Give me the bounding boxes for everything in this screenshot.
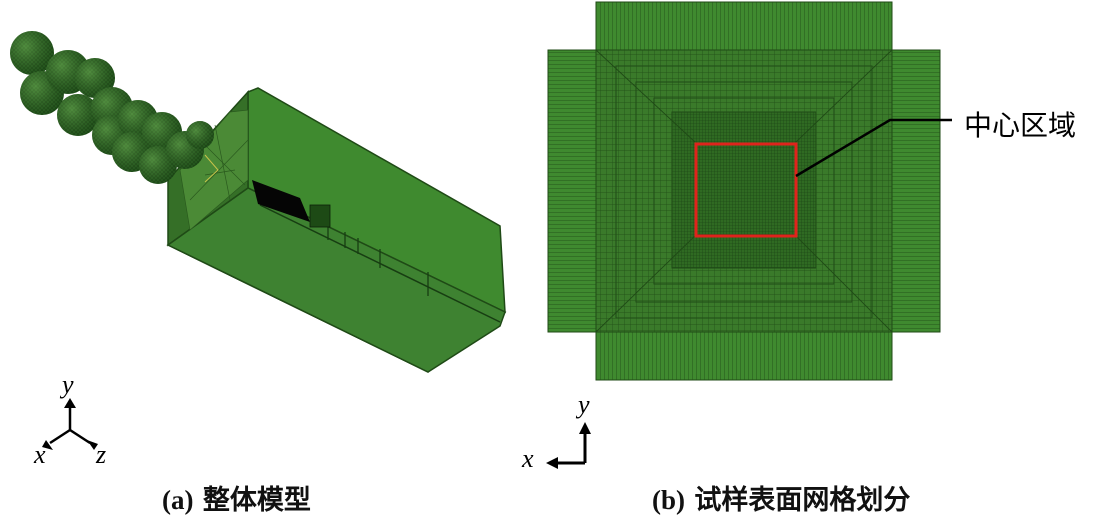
central-region-outline [694, 142, 798, 238]
sphere [186, 121, 214, 149]
axis-label-y-2d: y [578, 390, 590, 419]
crack-ticks [327, 225, 429, 296]
axis-triad-2d [546, 422, 591, 469]
axis-label-z: z [96, 440, 107, 469]
caption-b: (b) 试样表面网格划分 [652, 478, 910, 517]
overall-model-figure [10, 31, 507, 450]
panel-overall-model: y x z (a) 整体模型 [0, 0, 540, 518]
axis-label-x-2d: x [522, 444, 534, 473]
axis-triad-3d [42, 398, 98, 450]
panel-surface-mesh: 中心区域 y x (b) 试样表面网格划分 [522, 0, 1094, 518]
caption-b-label: (b) [652, 485, 685, 515]
axis-label-y: y [62, 370, 74, 399]
callout-central-region: 中心区域 [964, 109, 1077, 142]
caption-b-text: 试样表面网格划分 [694, 485, 911, 516]
surface-mesh-figure [546, 1, 952, 469]
callout-leader-line [795, 118, 952, 178]
projectile-cavity [252, 180, 310, 222]
specimen-block-side-face [166, 187, 506, 373]
caption-a-label: (a) [162, 485, 194, 515]
axis-label-x: x [34, 440, 46, 469]
sphere [75, 58, 115, 98]
caption-a-text: 整体模型 [202, 485, 311, 516]
caption-a: (a) 整体模型 [162, 478, 311, 517]
sphere [10, 31, 54, 75]
sphere [57, 94, 99, 136]
cavity-mesh [309, 204, 331, 228]
impact-region-mesh [179, 109, 249, 231]
projectile-spheres [10, 31, 214, 184]
specimen-surface-mesh [547, 1, 941, 381]
